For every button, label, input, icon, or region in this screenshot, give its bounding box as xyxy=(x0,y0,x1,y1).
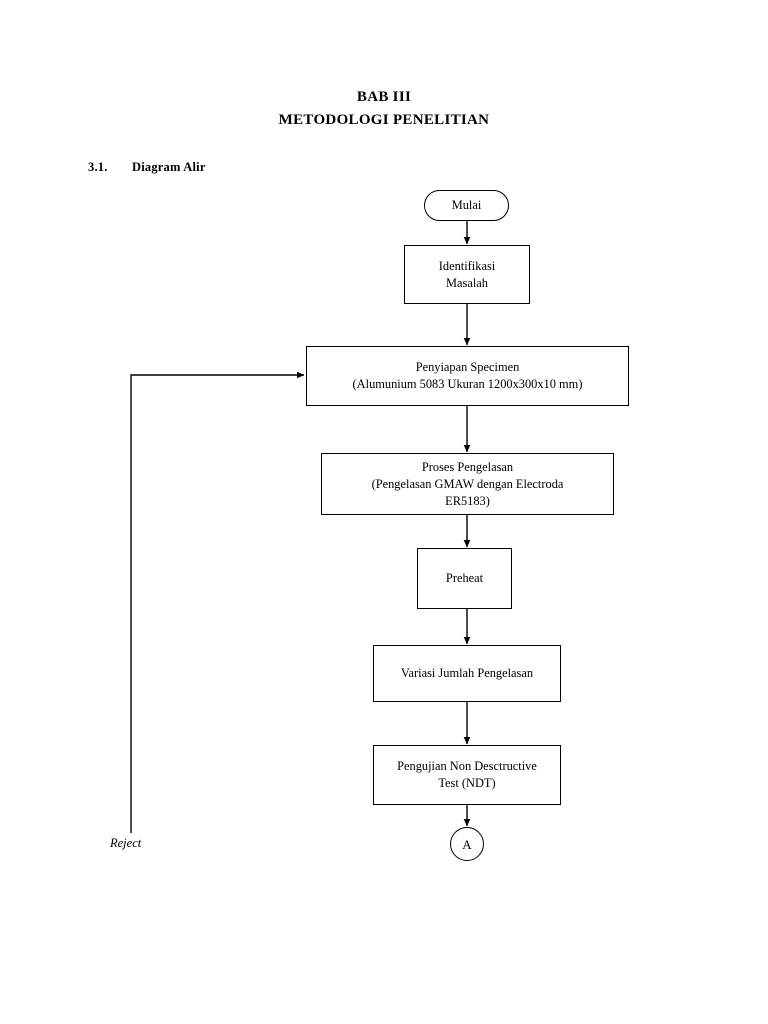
flow-node-penyiapan-specimen[interactable]: Penyiapan Specimen (Alumunium 5083 Ukura… xyxy=(306,346,629,406)
flow-node-variasi-jumlah-pengelasan[interactable]: Variasi Jumlah Pengelasan xyxy=(373,645,561,702)
flow-node-mulai-label: Mulai xyxy=(451,198,482,212)
section-number: 3.1. xyxy=(88,160,108,174)
flow-node-pengujian-ndt[interactable]: Pengujian Non Desctructive Test (NDT) xyxy=(373,745,561,805)
edge-label-reject: Reject xyxy=(110,836,142,850)
flow-node-identifikasi-masalah[interactable]: Identifikasi Masalah xyxy=(404,245,530,304)
flow-node-connector-a-label: A xyxy=(462,836,472,852)
flow-node-connector-a[interactable]: A xyxy=(450,827,484,861)
edge-reject-feedback-loop xyxy=(130,371,305,833)
title-line-1: BAB III xyxy=(356,89,412,105)
flow-node-preheat-label: Preheat xyxy=(445,571,484,585)
flow-node-mulai[interactable]: Mulai xyxy=(424,190,509,221)
section-label: Diagram Alir xyxy=(132,160,206,174)
flow-node-variasi-jumlah-pengelasan-label: Variasi Jumlah Pengelasan xyxy=(400,666,534,680)
flow-node-preheat[interactable]: Preheat xyxy=(417,548,512,609)
flow-node-proses-pengelasan[interactable]: Proses Pengelasan (Pengelasan GMAW denga… xyxy=(321,453,614,515)
section-heading: 3.1. Diagram Alir xyxy=(88,160,206,175)
flow-node-penyiapan-specimen-label: Penyiapan Specimen (Alumunium 5083 Ukura… xyxy=(352,360,583,391)
flow-node-pengujian-ndt-label: Pengujian Non Desctructive Test (NDT) xyxy=(397,759,537,790)
flow-node-proses-pengelasan-label: Proses Pengelasan (Pengelasan GMAW denga… xyxy=(371,459,564,508)
page-title: BAB III METODOLOGI PENELITIAN xyxy=(0,86,768,132)
title-line-2: METODOLOGI PENELITIAN xyxy=(278,112,490,128)
flow-node-identifikasi-masalah-label: Identifikasi Masalah xyxy=(438,258,496,290)
